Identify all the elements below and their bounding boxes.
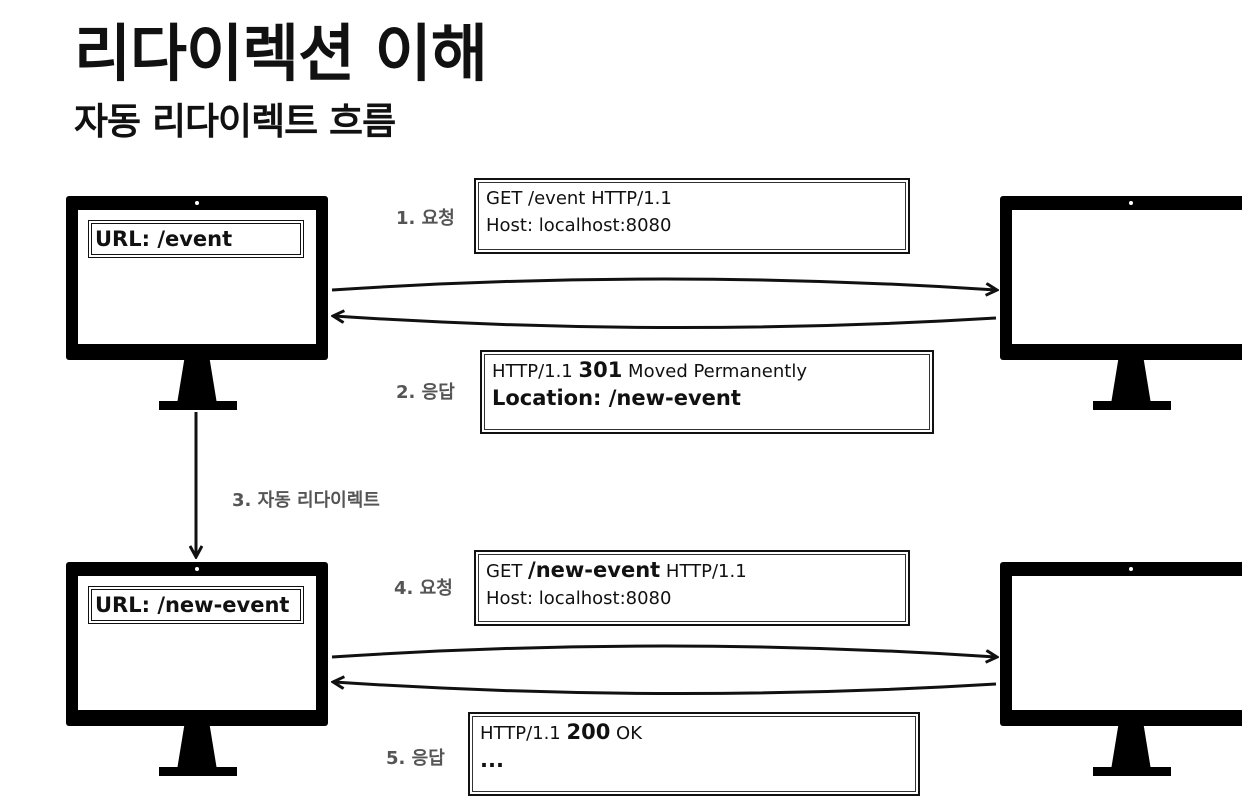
response-message-2: HTTP/1.1 200 OK ...	[468, 712, 920, 796]
host-header: Host: localhost:8080	[486, 588, 672, 609]
url-field: URL: /new-event	[88, 586, 304, 624]
step-label-1: 1. 요청	[396, 208, 455, 229]
monitor-base	[1093, 767, 1171, 776]
request-method: GET	[486, 561, 529, 582]
status-http-version: HTTP/1.1	[492, 361, 579, 382]
response-arrow-2	[334, 682, 997, 696]
monitor-stand	[177, 360, 217, 404]
request-message-1: GET /event HTTP/1.1 Host: localhost:8080	[474, 178, 910, 254]
status-line: HTTP/1.1 301 Moved Permanently	[492, 357, 922, 385]
step-label-3: 3. 자동 리다이렉트	[232, 490, 380, 511]
status-code: 301	[578, 358, 623, 382]
monitor-body: URL: /event	[66, 196, 328, 360]
response-body-ellipsis: ...	[480, 748, 504, 772]
monitor-stand	[1111, 360, 1151, 404]
monitor-body	[1000, 196, 1242, 360]
monitor-stand	[1111, 726, 1151, 770]
monitor-base	[159, 401, 237, 410]
step-label-4: 4. 요청	[394, 578, 453, 599]
monitor-screen	[1012, 576, 1242, 710]
camera-dot-icon	[195, 201, 199, 205]
step-label-2: 2. 응답	[396, 382, 455, 403]
request-version: HTTP/1.1	[660, 561, 747, 582]
monitor-screen: URL: /event	[78, 210, 316, 344]
client-monitor-2: URL: /new-event	[66, 562, 328, 778]
monitor-screen	[1012, 210, 1242, 344]
request-arrow-1	[331, 277, 996, 290]
location-header: Location: /new-event	[492, 386, 741, 410]
request-line: GET /new-event HTTP/1.1	[486, 557, 898, 585]
status-text: Moved Permanently	[622, 361, 808, 382]
step-label-5: 5. 응답	[386, 748, 445, 769]
host-header: Host: localhost:8080	[486, 215, 672, 236]
status-text: OK	[610, 723, 643, 744]
response-arrow-1	[334, 316, 997, 330]
server-monitor-1	[1000, 196, 1242, 412]
monitor-stand	[177, 726, 217, 770]
request-message-2: GET /new-event HTTP/1.1 Host: localhost:…	[474, 550, 910, 626]
page-subtitle: 자동 리다이렉트 흐름	[74, 100, 396, 143]
monitor-screen: URL: /new-event	[78, 576, 316, 710]
camera-dot-icon	[1129, 567, 1133, 571]
page-title: 리다이렉션 이해	[74, 17, 488, 90]
status-line: HTTP/1.1 200 OK	[480, 719, 908, 747]
monitor-body	[1000, 562, 1242, 726]
monitor-base	[1093, 401, 1171, 410]
camera-dot-icon	[1129, 201, 1133, 205]
monitor-body: URL: /new-event	[66, 562, 328, 726]
response-message-1: HTTP/1.1 301 Moved Permanently Location:…	[480, 350, 934, 434]
request-arrow-2	[331, 644, 996, 657]
request-path: /new-event	[528, 558, 661, 582]
camera-dot-icon	[195, 567, 199, 571]
url-field: URL: /event	[88, 220, 304, 258]
server-monitor-2	[1000, 562, 1242, 778]
request-line: GET /event HTTP/1.1	[486, 188, 672, 209]
status-code: 200	[566, 720, 611, 744]
status-http-version: HTTP/1.1	[480, 723, 567, 744]
monitor-base	[159, 767, 237, 776]
client-monitor-1: URL: /event	[66, 196, 328, 412]
